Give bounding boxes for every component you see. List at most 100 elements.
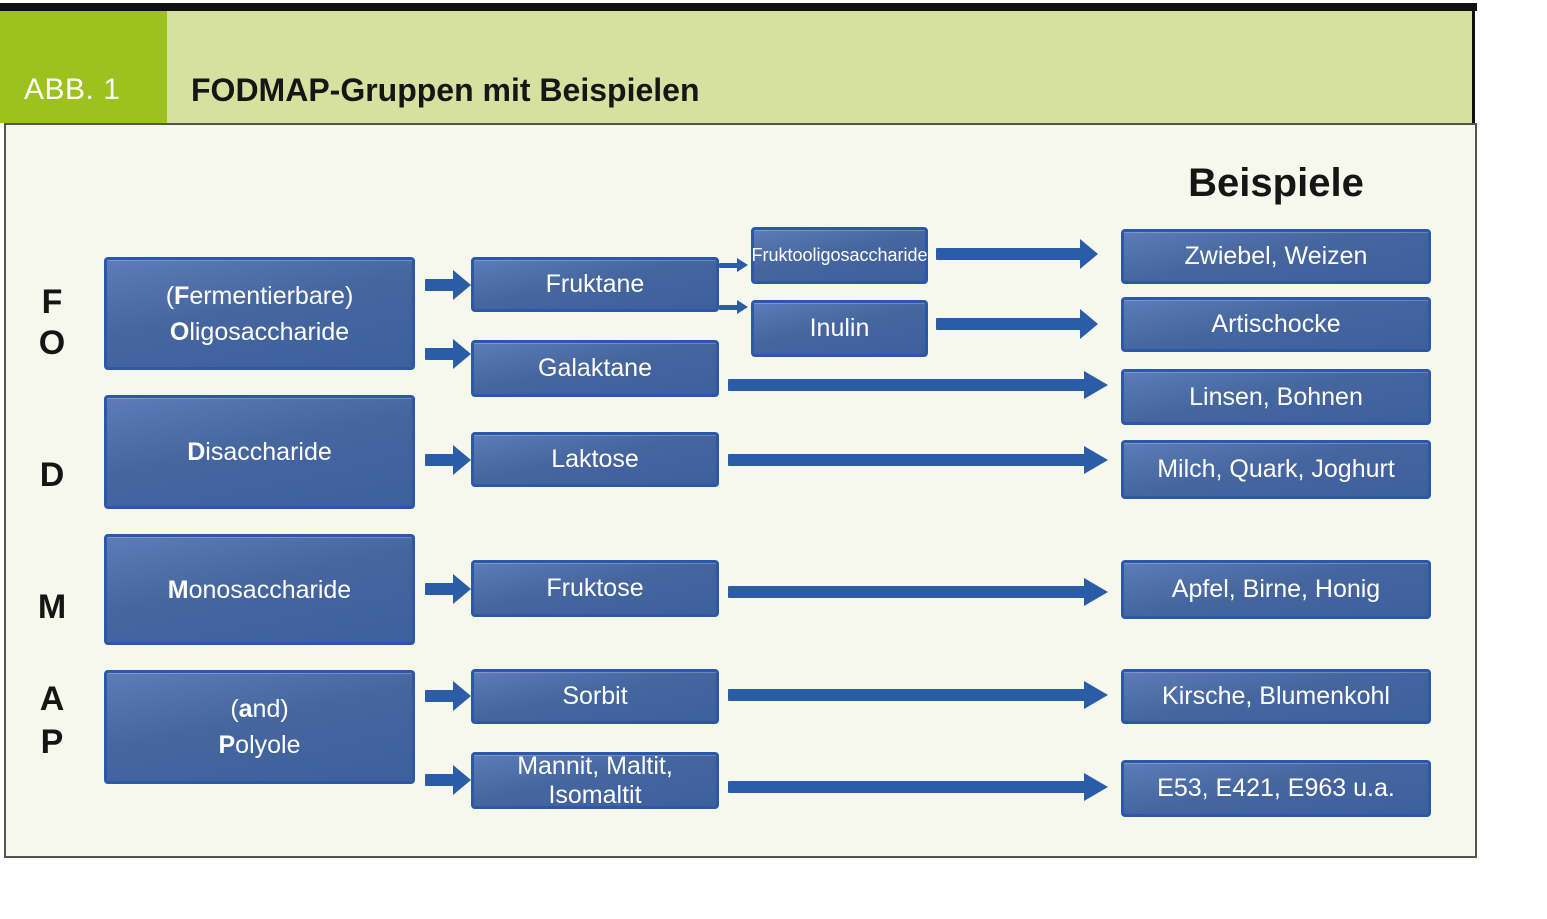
example-box-zwiebel-weizen: Zwiebel, Weizen: [1121, 229, 1431, 284]
fodmap-letter-a: A: [39, 680, 65, 718]
arrow-shaft: [728, 379, 1086, 391]
sub-box-label: Inulin: [809, 314, 870, 342]
example-box-label: Milch, Quark, Joghurt: [1157, 455, 1395, 483]
arrow-head: [453, 765, 471, 795]
arrow-head: [737, 300, 748, 314]
figure-label: ABB. 1: [24, 73, 121, 106]
arrow-polyole-to-mannit: [425, 765, 471, 795]
mid-box-laktose: Laktose: [471, 432, 719, 487]
group-box-line: Polyole: [218, 727, 300, 763]
arrow-head: [453, 445, 471, 475]
arrow-head: [1080, 309, 1098, 339]
arrow-inulin-to-artischocke: [936, 309, 1108, 339]
text-pre: (: [165, 281, 175, 310]
mid-box-label: Fruktose: [546, 574, 644, 602]
text-post: ligosaccharide: [189, 317, 350, 346]
arrow-head: [1084, 371, 1108, 399]
arrow-shaft: [728, 689, 1086, 701]
text-post: onosaccharide: [188, 575, 352, 604]
arrow-sorbit-to-kirsche: [728, 681, 1108, 709]
arrow-shaft: [719, 305, 738, 310]
arrow-galaktane-to-linsen: [728, 371, 1108, 399]
arrow-monosaccharide-to-fruktose: [425, 574, 471, 604]
example-box-label: Zwiebel, Weizen: [1184, 242, 1368, 270]
example-box-apfel-birne-honig: Apfel, Birne, Honig: [1121, 560, 1431, 619]
group-box-line: (Fermentierbare): [166, 278, 354, 314]
arrow-shaft: [728, 781, 1086, 793]
fodmap-letter-d: D: [39, 456, 65, 494]
arrow-head: [1084, 578, 1108, 606]
group-box-line: Disaccharide: [187, 434, 332, 470]
arrow-laktose-to-milch: [728, 446, 1108, 474]
arrow-polyole-to-sorbit: [425, 681, 471, 711]
example-box-label: E53, E421, E963 u.a.: [1157, 774, 1395, 802]
mid-box-label: Sorbit: [562, 682, 628, 710]
arrow-shaft: [425, 279, 455, 291]
sub-box-inulin: Inulin: [751, 300, 928, 357]
text-post: olyole: [235, 731, 301, 759]
example-box-e53-e421-e963: E53, E421, E963 u.a.: [1121, 760, 1431, 817]
example-box-label: Apfel, Birne, Honig: [1171, 575, 1381, 603]
arrow-oligosaccharide-to-fruktane: [425, 270, 471, 300]
text-bold: O: [169, 317, 190, 346]
fodmap-letter-p: P: [40, 723, 64, 761]
text-pre: (: [230, 695, 239, 723]
arrow-shaft: [728, 454, 1086, 466]
arrow-mannit-to-e53: [728, 773, 1108, 801]
mid-box-mannit-maltit-isomaltit: Mannit, Maltit, Isomaltit: [471, 752, 719, 809]
arrow-shaft: [425, 774, 455, 786]
group-box-line: (and): [230, 691, 288, 727]
arrow-shaft: [425, 454, 455, 466]
text-bold: F: [174, 281, 190, 310]
fodmap-letter-m: M: [37, 588, 67, 626]
mid-box-label: Galaktane: [538, 354, 652, 382]
arrow-fruktooligosaccharide-to-zwiebel: [936, 239, 1108, 269]
diagram-panel: Beispiele F O D M A P (Fermentierbare) O…: [4, 123, 1477, 858]
arrow-shaft: [719, 263, 738, 268]
example-box-kirsche-blumenkohl: Kirsche, Blumenkohl: [1121, 669, 1431, 724]
group-box-disaccharide: Disaccharide: [104, 395, 415, 509]
arrow-shaft: [936, 318, 1082, 330]
arrow-head: [1084, 446, 1108, 474]
group-box-polyole: (and) Polyole: [104, 670, 415, 784]
examples-heading: Beispiele: [1188, 161, 1364, 205]
text-bold: P: [218, 731, 236, 759]
figure-title-bar: FODMAP-Gruppen mit Beispielen: [167, 11, 1475, 123]
group-box-monosaccharide: Monosaccharide: [104, 534, 415, 645]
arrow-fruktose-to-apfel: [728, 578, 1108, 606]
arrow-head: [453, 574, 471, 604]
text-bold: M: [167, 575, 189, 604]
text-bold: a: [238, 695, 253, 723]
example-box-linsen-bohnen: Linsen, Bohnen: [1121, 369, 1431, 425]
arrow-head: [453, 270, 471, 300]
arrow-head: [1084, 773, 1108, 801]
arrow-head: [1084, 681, 1108, 709]
arrow-fruktane-to-inulin: [719, 300, 749, 314]
text-bold: D: [187, 438, 206, 466]
arrow-shaft: [728, 586, 1086, 598]
figure-label-badge: ABB. 1: [0, 11, 167, 123]
text-post: nd): [252, 695, 289, 723]
example-box-milch-quark-joghurt: Milch, Quark, Joghurt: [1121, 440, 1431, 499]
arrow-head: [737, 258, 748, 272]
mid-box-sorbit: Sorbit: [471, 669, 719, 724]
text-post: isaccharide: [205, 438, 332, 466]
arrow-shaft: [425, 690, 455, 702]
text-post: ermentierbare): [189, 281, 354, 310]
mid-box-fruktose: Fruktose: [471, 560, 719, 617]
fodmap-letter-f: F: [41, 283, 63, 321]
example-box-artischocke: Artischocke: [1121, 297, 1431, 352]
arrow-head: [453, 681, 471, 711]
group-box-line: Monosaccharide: [168, 572, 351, 608]
arrow-shaft: [936, 248, 1082, 260]
example-box-label: Linsen, Bohnen: [1189, 382, 1363, 411]
top-rule: [0, 3, 1477, 11]
sub-box-label: Fruktooligosaccharide: [751, 245, 928, 265]
arrow-head: [1080, 239, 1098, 269]
group-box-line: Oligosaccharide: [170, 314, 349, 350]
arrow-fruktane-to-fruktooligosaccharide: [719, 258, 749, 272]
example-box-label: Kirsche, Blumenkohl: [1162, 682, 1390, 710]
fodmap-letter-o: O: [38, 324, 66, 362]
figure-title: FODMAP-Gruppen mit Beispielen: [191, 72, 700, 108]
